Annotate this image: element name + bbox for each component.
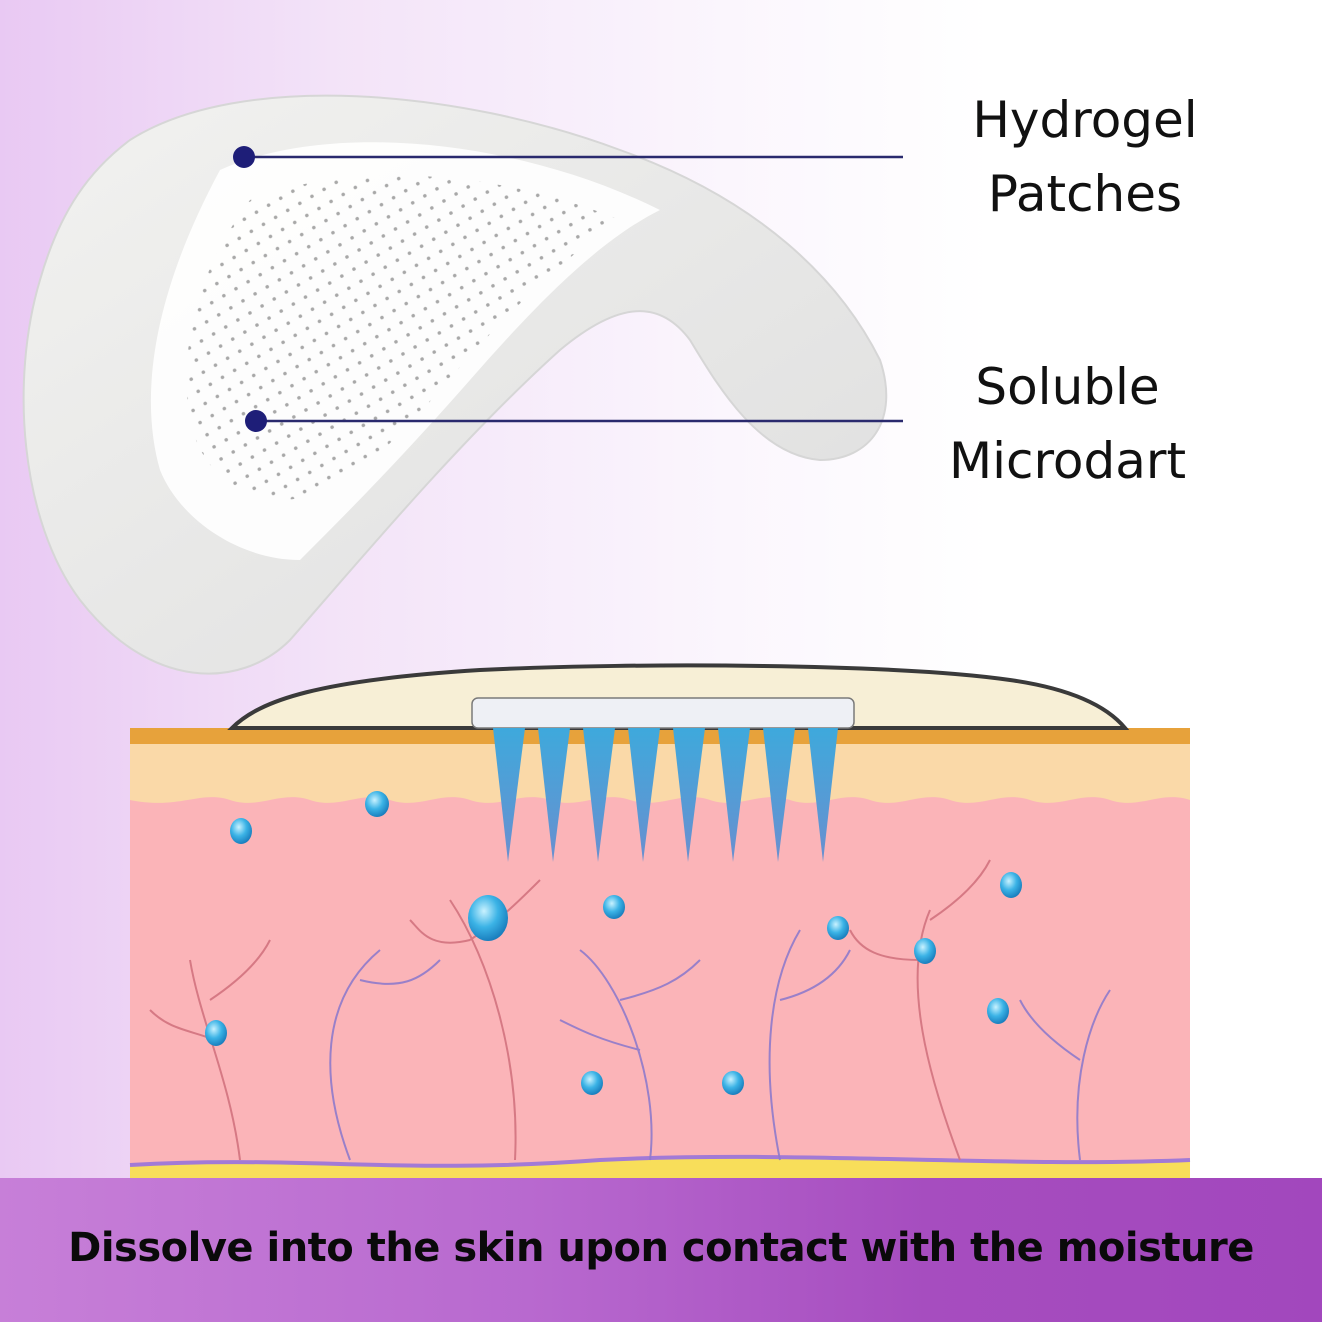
label-hydrogel-patches: Hydrogel Patches xyxy=(930,83,1240,231)
label-line: Soluble xyxy=(975,358,1160,416)
skin-cross-section xyxy=(129,728,1191,1200)
stratum-corneum xyxy=(130,728,1190,744)
pointer-dot-icon xyxy=(233,146,255,168)
caption-band xyxy=(0,1178,1322,1322)
caption-text: Dissolve into the skin upon contact with… xyxy=(68,1225,1254,1271)
epidermis-layer xyxy=(130,738,1190,803)
label-line: Hydrogel xyxy=(972,91,1198,149)
label-line: Patches xyxy=(987,165,1183,223)
label-line: Microdart xyxy=(948,432,1187,490)
leader-line-hydrogel xyxy=(233,146,903,168)
leader-line-microdart xyxy=(245,410,903,432)
microneedle-array xyxy=(493,728,838,862)
pointer-dot-icon xyxy=(245,410,267,432)
applied-patch xyxy=(227,663,1130,862)
drug-molecules xyxy=(205,791,1022,1095)
hydrogel-patch-illustration xyxy=(22,94,888,675)
label-soluble-microdart: Soluble Microdart xyxy=(920,350,1215,498)
